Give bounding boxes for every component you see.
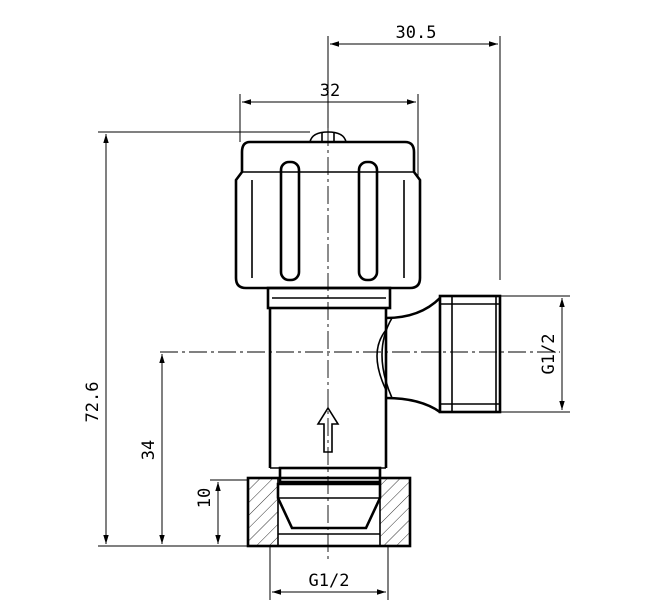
valve-collar — [266, 286, 392, 310]
valve-handle — [234, 131, 422, 290]
dim-label-10: 10 — [195, 488, 215, 508]
dim-label-outlet-thread: G1/2 — [539, 334, 559, 375]
flow-arrow — [316, 406, 340, 453]
dim-label-30-5: 30.5 — [396, 23, 437, 43]
dim-label-34: 34 — [139, 440, 159, 460]
dim-label-32: 32 — [320, 81, 340, 101]
inlet-nut — [246, 466, 412, 548]
dimension-32: 32 — [239, 81, 419, 178]
grip-slot-left — [279, 160, 301, 282]
dim-label-72-6: 72.6 — [83, 382, 103, 423]
valve-body — [268, 297, 441, 469]
outlet-thread — [438, 294, 502, 414]
dimension-34: 34 — [139, 354, 165, 544]
dimension-10: 10 — [195, 479, 248, 544]
dimension-30-5: 30.5 — [327, 23, 501, 280]
center-lines — [160, 128, 560, 560]
dim-label-inlet-thread: G1/2 — [309, 571, 350, 591]
dimension-inlet-thread: G1/2 — [269, 546, 389, 600]
grip-slot-right — [357, 160, 379, 282]
dimension-outlet-thread: G1/2 — [500, 295, 570, 413]
dimension-72-6: 72.6 — [83, 131, 310, 547]
